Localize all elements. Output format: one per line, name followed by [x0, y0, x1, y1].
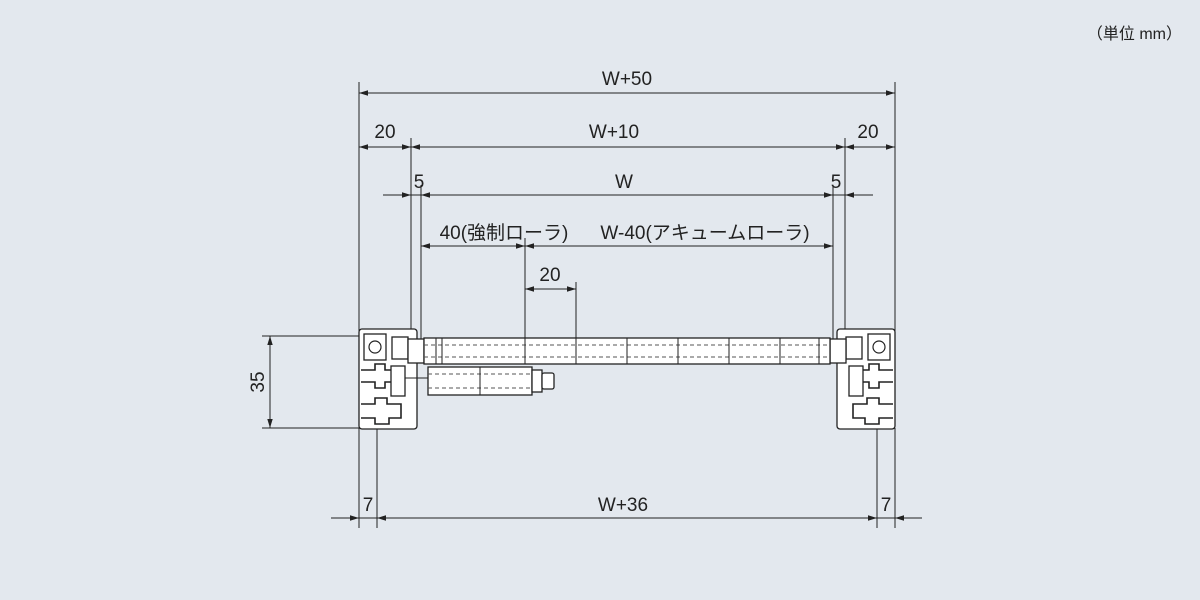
unit-label: （単位 mm） [1087, 25, 1182, 43]
dim-right-margin: 20 [857, 122, 878, 143]
dim-right-foot: 7 [881, 495, 892, 516]
left-frame-profile [358, 328, 428, 430]
dim-inner-width: W+10 [589, 122, 639, 143]
dim-left-foot: 7 [363, 495, 374, 516]
dimension-lines: W+50 20 W+10 20 5 W 5 40(強制ローラ) W-40(アキュ… [248, 69, 922, 521]
drive-shaft [427, 366, 555, 396]
dim-forced-roller: 40(強制ローラ) [440, 222, 569, 244]
dim-right-gap: 5 [831, 172, 842, 193]
dim-left-gap: 5 [414, 172, 425, 193]
roller-shaft [407, 337, 847, 365]
dim-roller-width: W [615, 172, 633, 193]
extension-lines [262, 82, 896, 528]
dim-left-margin: 20 [374, 122, 395, 143]
dim-base-width: W+36 [598, 495, 648, 516]
dim-height: 35 [248, 371, 269, 392]
dim-accumulation-roller: W-40(アキュームローラ) [600, 223, 809, 244]
dim-overall-width: W+50 [602, 69, 652, 90]
dim-pitch: 20 [539, 265, 560, 286]
right-frame-profile [836, 328, 896, 430]
